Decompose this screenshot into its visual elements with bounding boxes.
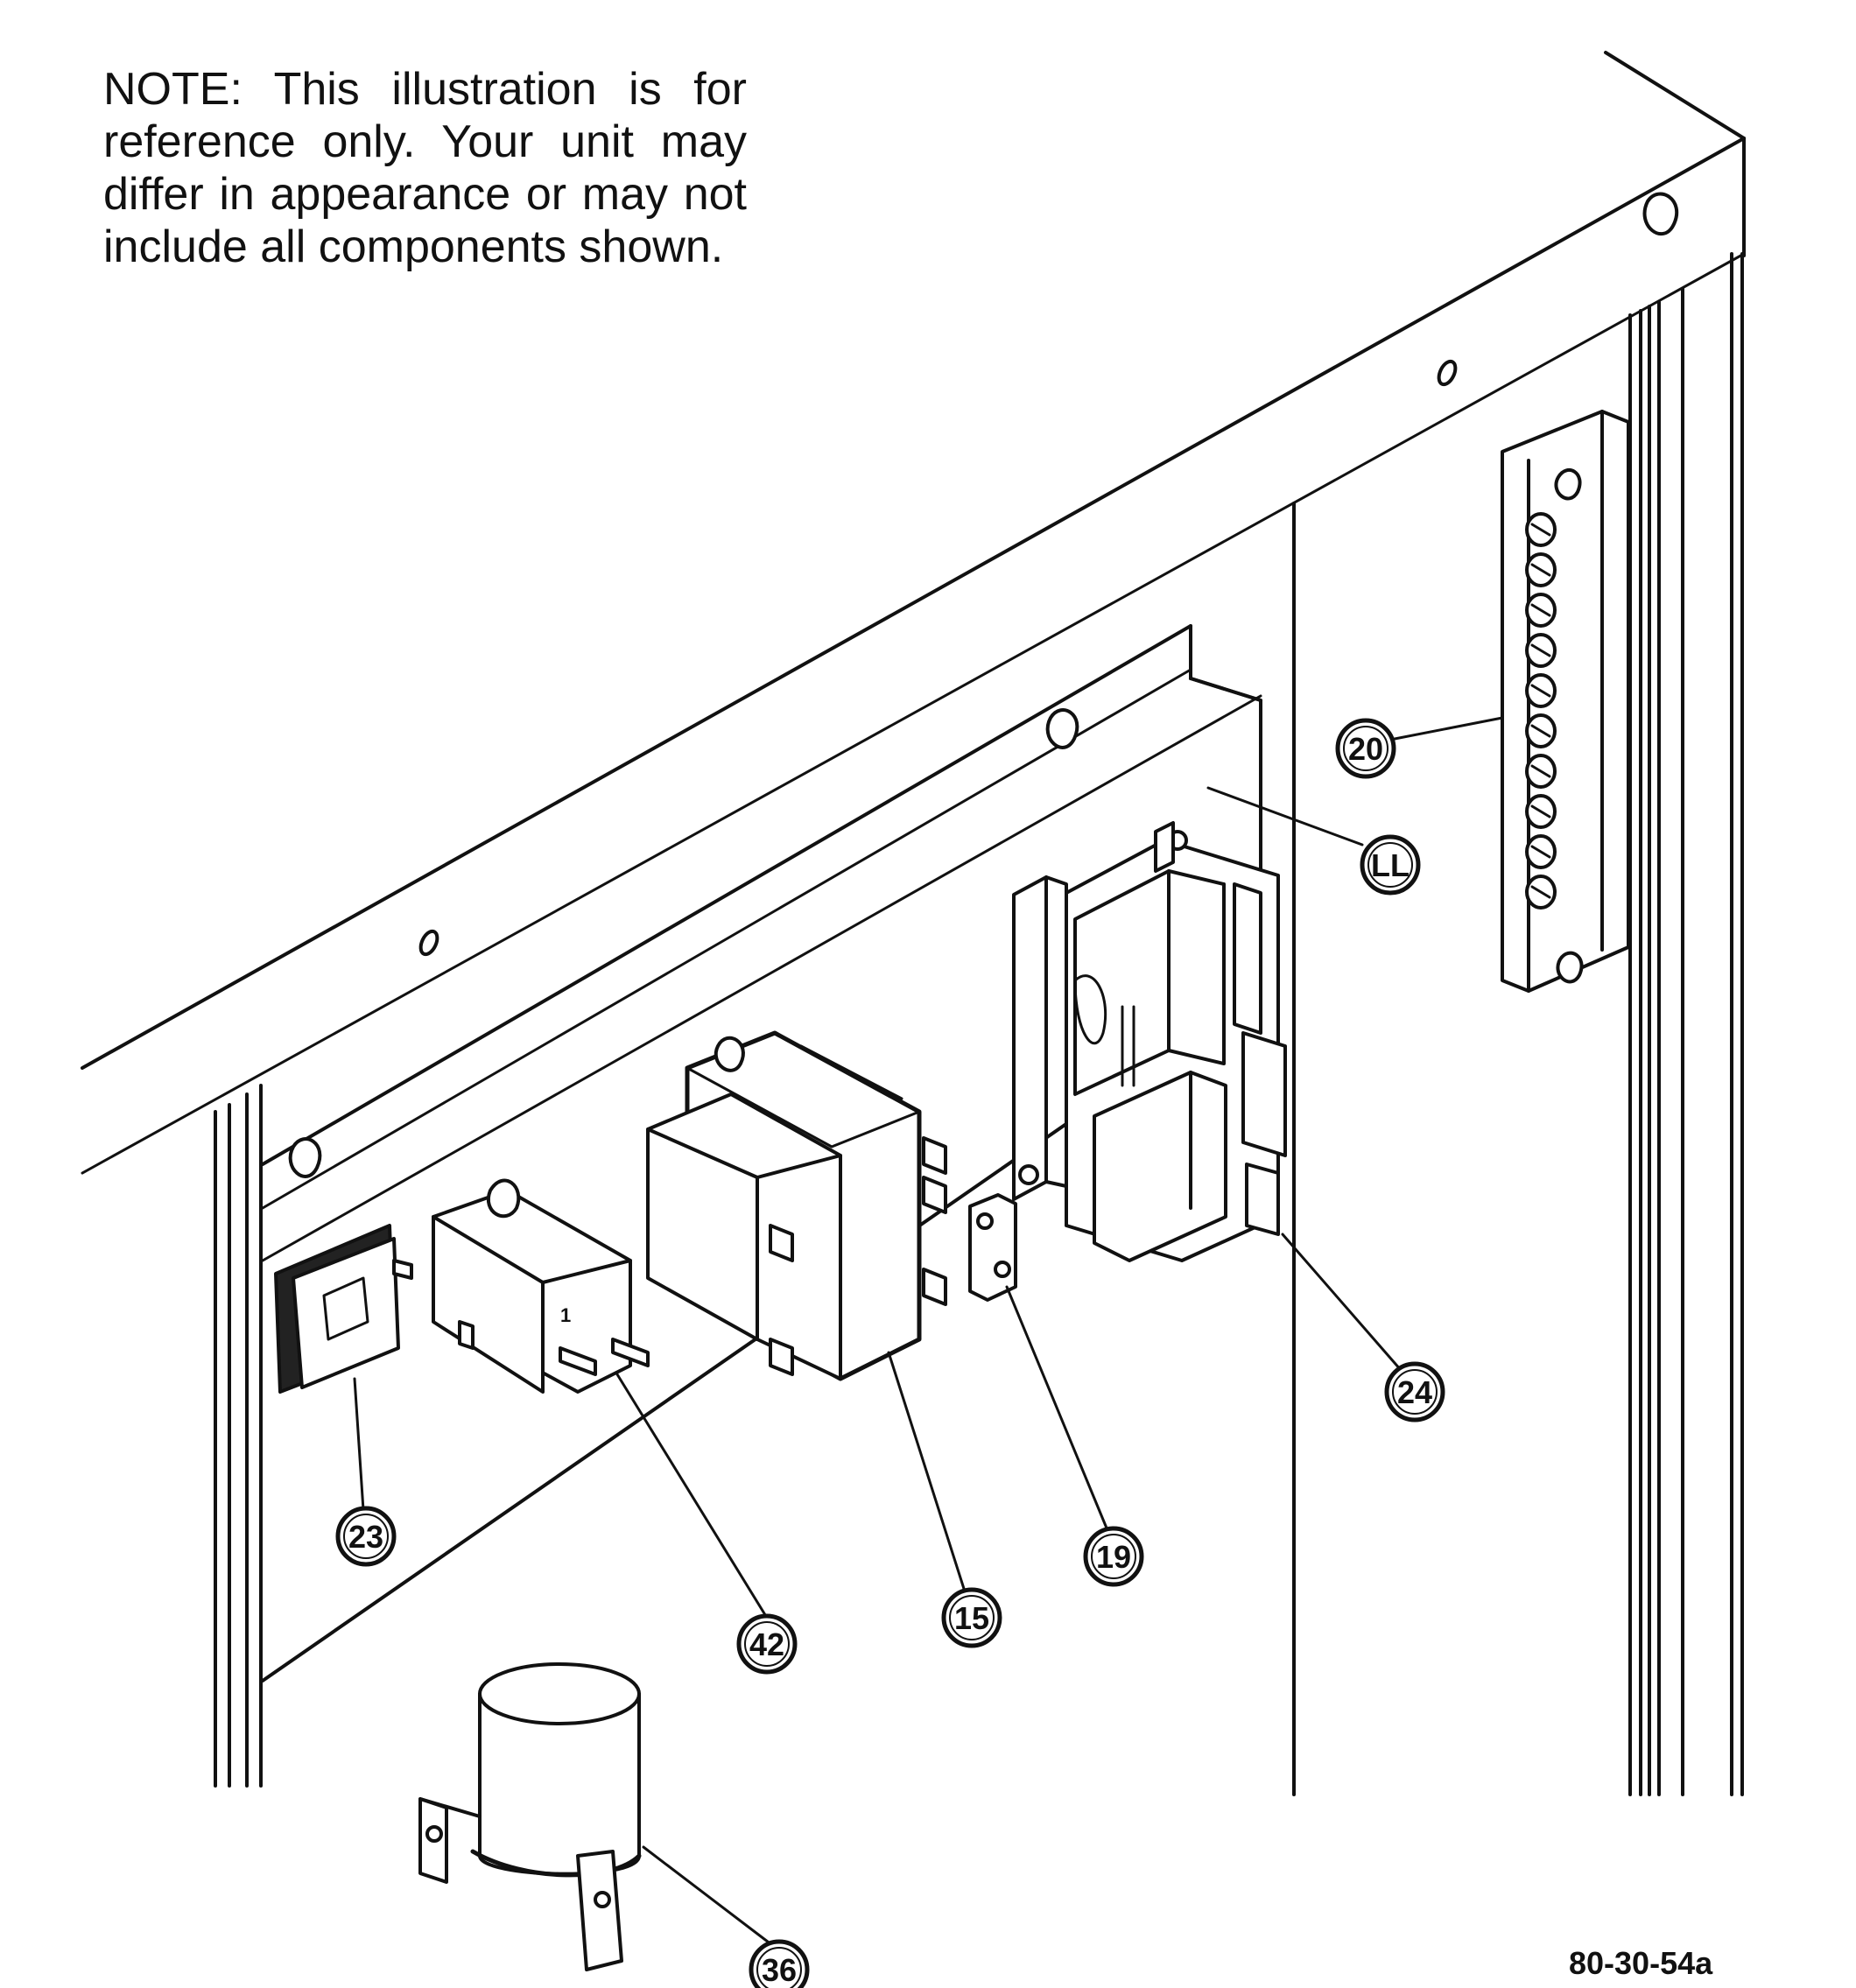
callout-20: 20: [1335, 718, 1396, 779]
note-line-3: differ in appearance or may not: [103, 169, 747, 220]
terminal-screw-slot: [1530, 804, 1551, 818]
callout-23: 23: [335, 1506, 397, 1567]
terminal-screws: [1525, 512, 1557, 910]
callout-36: 36: [749, 1939, 810, 1988]
switch: [274, 1224, 413, 1394]
reference-note: NOTE: This illustration is for reference…: [103, 63, 747, 273]
callout-19: 19: [1083, 1526, 1144, 1587]
panel-screw: [288, 1137, 322, 1178]
callout-20-label: 20: [1348, 731, 1383, 767]
rail-hole: [418, 929, 439, 957]
terminal-screw-slot: [1530, 643, 1551, 657]
rail-screw: [1642, 192, 1679, 236]
leader-lines: [353, 716, 1504, 1949]
relay: 1: [432, 1178, 650, 1394]
ground-terminal: [968, 1193, 1017, 1302]
cabinet-right-frame: [1292, 252, 1744, 1796]
panel-screw: [1045, 708, 1079, 749]
callout-24-label: 24: [1397, 1374, 1432, 1410]
contactor: [1012, 821, 1287, 1262]
capacitor: [418, 1662, 642, 1971]
transformer: [646, 1030, 947, 1381]
callout-19-label: 19: [1096, 1539, 1131, 1575]
callout-15: 15: [941, 1587, 1002, 1648]
note-line-1: NOTE: This illustration is for: [103, 64, 747, 115]
terminal-screw-slot: [1530, 563, 1551, 577]
cabinet-left-frame: [214, 1084, 263, 1788]
control-panel: [261, 624, 1262, 1682]
terminal-screw-slot: [1530, 603, 1551, 617]
terminal-screw-slot: [1530, 724, 1551, 738]
callout-15-label: 15: [954, 1600, 989, 1636]
callout-42: 42: [736, 1613, 798, 1675]
note-line-4: include all components shown.: [103, 221, 724, 272]
callout-42-label: 42: [749, 1626, 784, 1662]
callout-ll: LL: [1360, 834, 1421, 896]
callout-ll-label: LL: [1371, 847, 1410, 883]
terminal-screw-slot: [1530, 684, 1551, 698]
terminal-screw-slot: [1530, 845, 1551, 859]
terminal-screw-slot: [1530, 523, 1551, 537]
cabinet-top-rail: [81, 51, 1746, 1175]
terminal-strip: [1501, 410, 1630, 993]
terminal-screw-slot: [1530, 885, 1551, 899]
figure-id: 80-30-54a: [1569, 1945, 1713, 1981]
callout-23-label: 23: [348, 1519, 383, 1555]
callout-24: 24: [1384, 1361, 1445, 1423]
terminal-screw-slot: [1530, 764, 1551, 778]
contactor-bracket: [1012, 875, 1048, 1201]
note-line-2: reference only. Your unit may: [103, 116, 747, 167]
callout-36-label: 36: [762, 1952, 797, 1988]
rail-hole: [1437, 359, 1458, 387]
svg-text:1: 1: [560, 1304, 571, 1326]
